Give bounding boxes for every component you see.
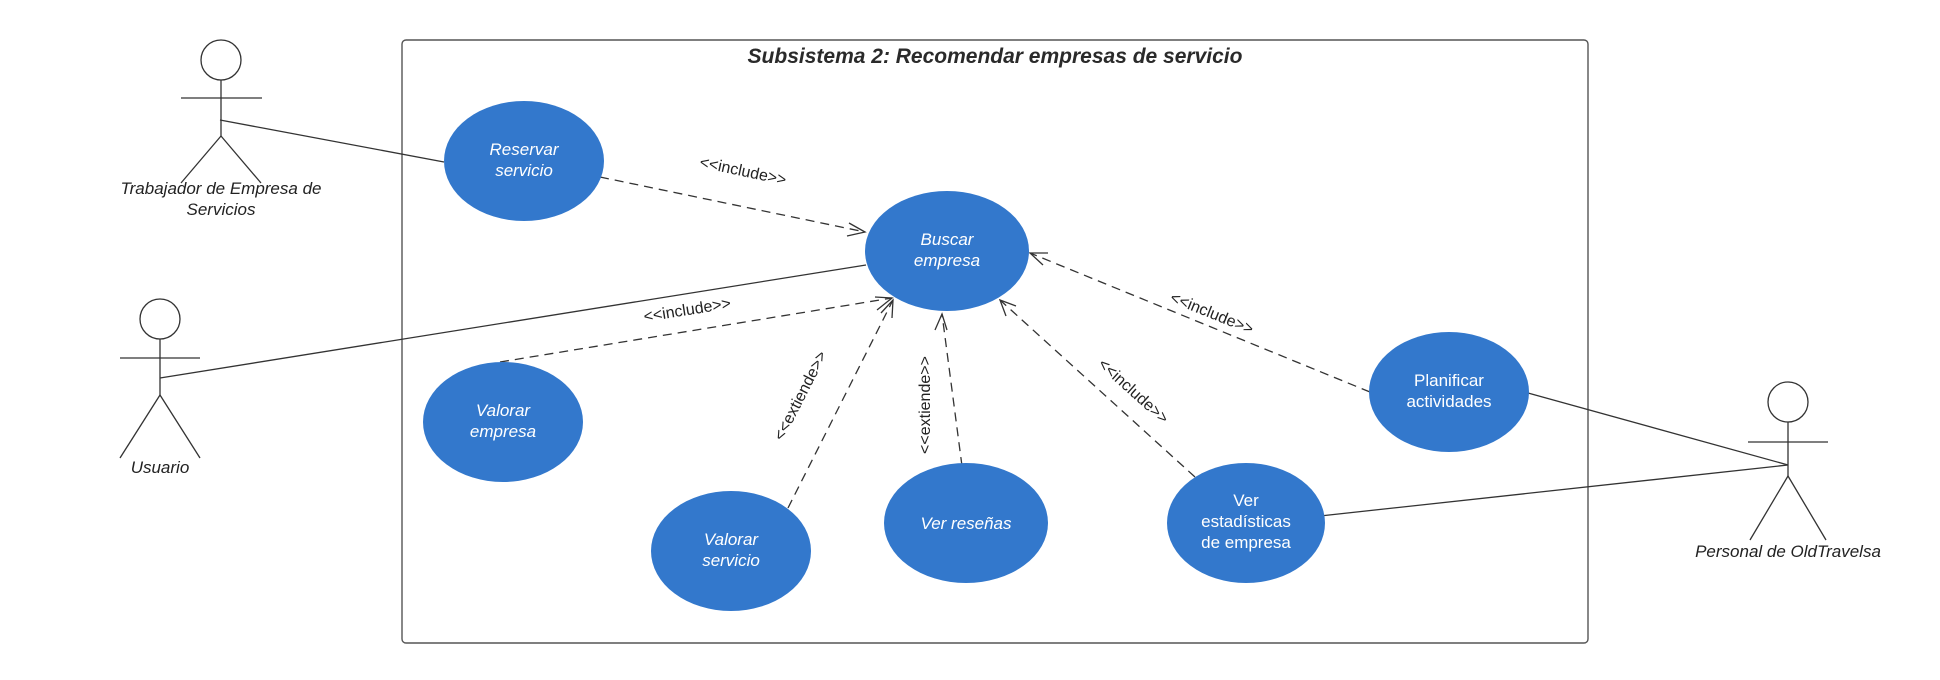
- actor-usuario[interactable]: Usuario: [119, 298, 201, 477]
- use-case-planificar-actividades[interactable]: Planificar actividades: [1369, 332, 1529, 452]
- use-case-label: Valorar: [476, 401, 532, 420]
- use-case-label: Planificar: [1414, 371, 1484, 390]
- actor-head: [200, 39, 242, 81]
- actor-head: [139, 298, 181, 340]
- use-case-label: Valorar: [704, 530, 760, 549]
- actor-trabajador[interactable]: Trabajador de Empresa de Servicios: [121, 39, 322, 219]
- actor-label: Usuario: [131, 458, 190, 477]
- use-case-label: servicio: [495, 161, 553, 180]
- dep-planificar-buscar: [1029, 252, 1371, 393]
- assoc-usuario-buscar: [159, 264, 867, 379]
- use-case-ver-resenas[interactable]: Ver reseñas: [884, 463, 1048, 583]
- use-case-ver-estadisticas[interactable]: Ver estadísticas de empresa: [1167, 463, 1325, 583]
- arrowhead-reservar-buscar: [846, 222, 867, 237]
- assoc-personal-estadisticas: [1319, 464, 1789, 517]
- arrowhead-estadisticas-buscar: [998, 298, 1017, 317]
- actor-personal-oldtravelsa[interactable]: Personal de OldTravelsa: [1695, 381, 1881, 561]
- dep-reservar-buscar: [599, 176, 866, 233]
- actor-label: Servicios: [187, 200, 256, 219]
- use-case-buscar-empresa[interactable]: Buscar empresa: [865, 191, 1029, 311]
- use-case-label: Reservar: [490, 140, 560, 159]
- use-case-valorar-servicio[interactable]: Valorar servicio: [651, 491, 811, 611]
- arrowhead-valorarempresa-buscar: [874, 296, 894, 311]
- actor-label: Personal de OldTravelsa: [1695, 542, 1881, 561]
- system-title: Subsistema 2: Recomendar empresas de ser…: [748, 45, 1243, 68]
- arrowhead-planificar-buscar: [1028, 252, 1048, 266]
- use-case-label: Buscar: [921, 230, 975, 249]
- use-case-label: actividades: [1406, 392, 1491, 411]
- use-case-label: Ver: [1233, 491, 1259, 510]
- use-case-label: Ver reseñas: [920, 514, 1012, 533]
- arrowhead-resenas-buscar: [934, 312, 948, 331]
- arrowhead-valorarservicio-buscar: [880, 298, 894, 319]
- dep-resenas-buscar: [941, 313, 963, 467]
- dep-valorarservicio-buscar: [787, 299, 894, 509]
- dep-valorarempresa-buscar: [499, 297, 893, 363]
- use-case-valorar-empresa[interactable]: Valorar empresa: [423, 362, 583, 482]
- assoc-personal-planificar: [1527, 392, 1789, 466]
- assoc-trabajador-reservar: [219, 119, 445, 163]
- use-case-label: servicio: [702, 551, 760, 570]
- use-case-label: empresa: [914, 251, 980, 270]
- actor-label: Trabajador de Empresa de: [121, 179, 322, 198]
- use-case-label: de empresa: [1201, 533, 1291, 552]
- use-case-label: estadísticas: [1201, 512, 1291, 531]
- use-case-label: empresa: [470, 422, 536, 441]
- stereo-resenas-extiende: <<extiende>>: [917, 356, 934, 454]
- use-case-reservar-servicio[interactable]: Reservar servicio: [444, 101, 604, 221]
- actor-head: [1767, 381, 1809, 423]
